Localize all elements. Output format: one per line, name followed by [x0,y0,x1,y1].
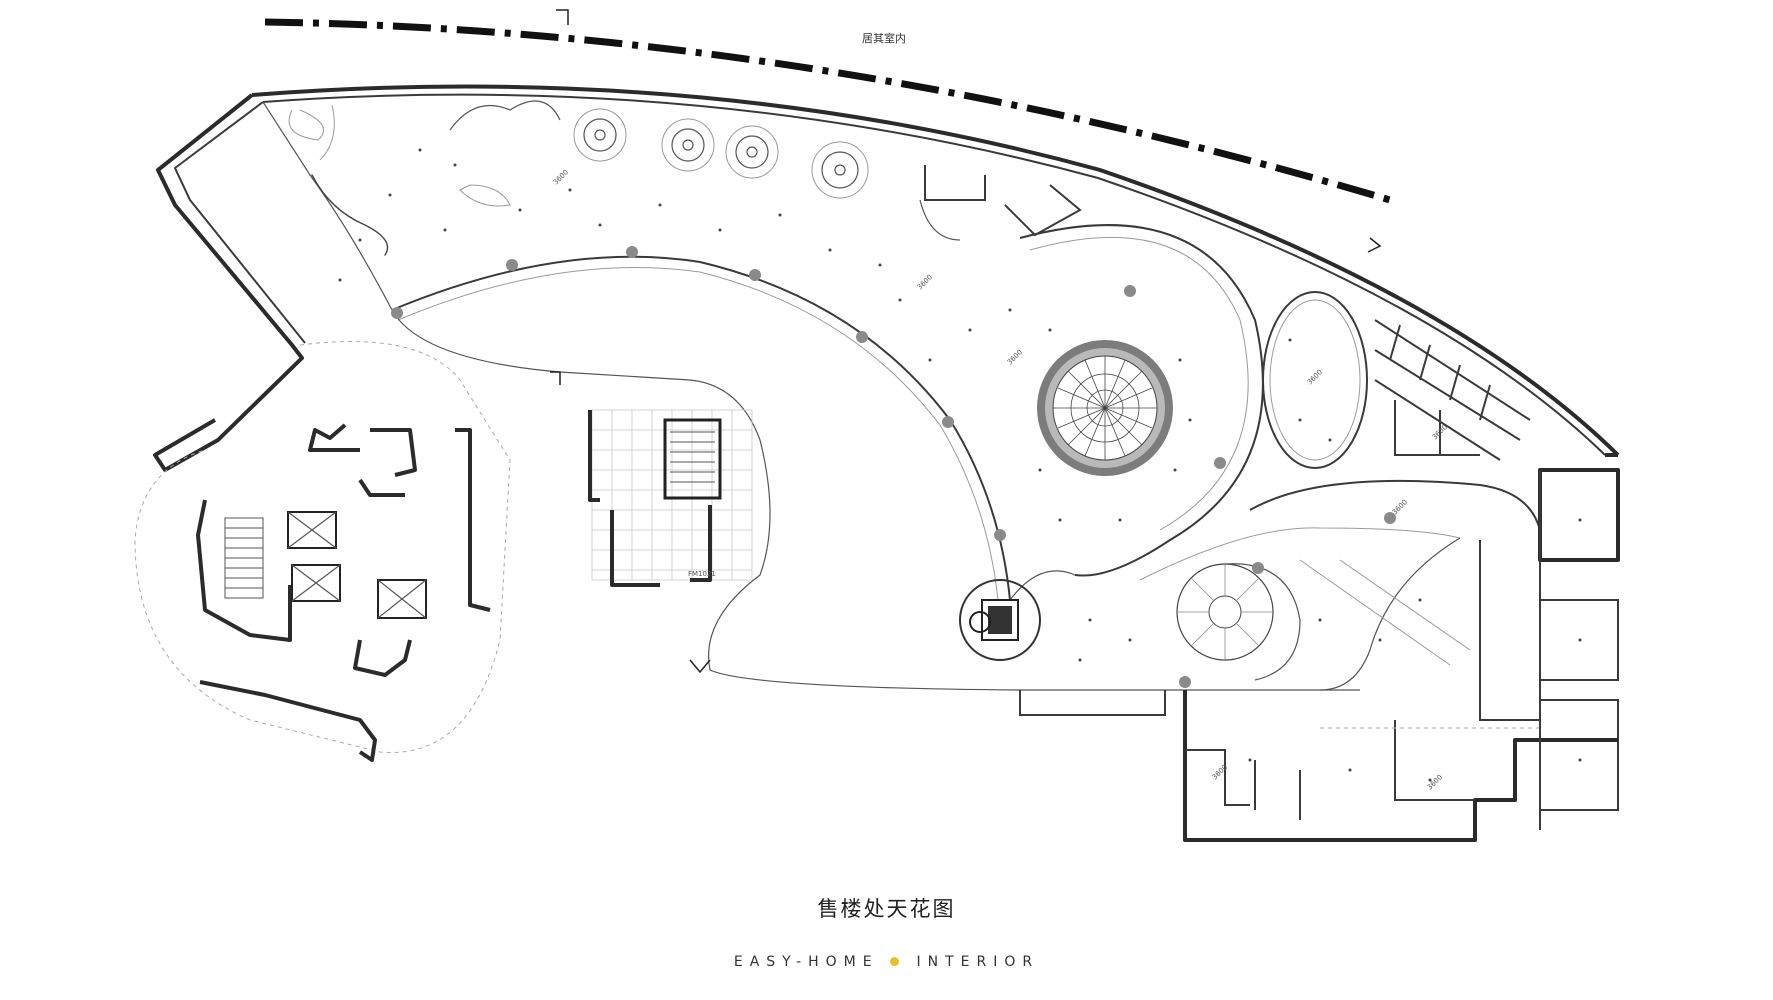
brand-logo: EASY-HOME INTERIOR [0,954,1773,970]
boundary-label: 居其室内 [862,31,906,45]
stair-grid-block: FM1021 [588,409,753,587]
section-mark [1367,237,1382,253]
brand-name-right: INTERIOR [916,954,1040,970]
toilet-cells [1374,319,1531,461]
svg-text:3600: 3600 [1426,773,1444,791]
svg-text:3600: 3600 [1391,498,1409,516]
core-block [196,423,491,762]
brand-dot-icon [890,957,900,966]
lobby-curve-wall [1019,224,1264,577]
columns [391,246,1396,688]
reception-desk [959,579,1041,661]
office-rooms [1019,468,1620,842]
svg-text:3600: 3600 [1006,348,1024,366]
oval-room [1262,291,1368,469]
svg-text:3600: 3600 [552,168,570,186]
outer-wall-left [153,93,304,472]
brand-name-left: EASY-HOME [733,954,879,970]
ceiling-lights [338,148,1582,782]
spiral-stair [1176,563,1301,681]
door-tag: FM1021 [688,570,716,578]
section-mark [550,371,561,385]
level-labels: 3600 3600 3600 3600 3600 3600 3600 3600 [552,168,1449,791]
section-mark [689,659,711,674]
svg-text:3600: 3600 [916,273,934,291]
inner-curved-corridor [391,255,1011,601]
svg-text:3600: 3600 [1306,368,1324,386]
svg-text:3600: 3600 [1211,763,1229,781]
dome-skylight [1037,340,1173,476]
service-rooms-top [919,165,1082,241]
site-boundary-line [264,18,1391,204]
section-mark [556,9,569,25]
core-outline [134,341,511,753]
planters [573,108,869,199]
outer-wall-top [251,84,1620,457]
drawing-title: 售楼处天花图 [817,897,956,921]
